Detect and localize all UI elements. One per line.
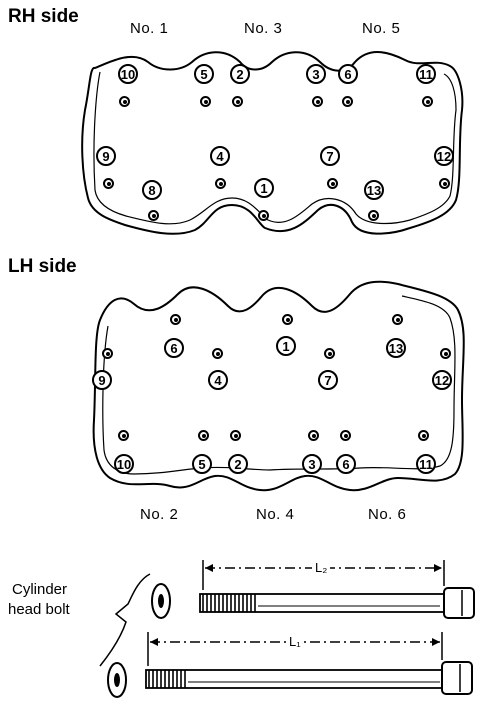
rh-cylinder-no5: No. 5 [362,20,401,37]
rh-bolt-hole [103,178,114,189]
lh-cylinder-no6: No. 6 [368,506,407,523]
lh-side-title: LH side [8,256,77,277]
bolt-short [145,661,473,695]
rh-bolt-number: 5 [194,64,214,84]
bolt-long [199,587,475,619]
rh-bolt-number: 1 [254,178,274,198]
rh-bolt-hole [258,210,269,221]
bolt-label-line2: head bolt [8,601,70,618]
lh-bolt-hole [440,348,451,359]
rh-bolt-hole [439,178,450,189]
rh-bolt-number: 11 [416,64,436,84]
lh-head-outline [92,280,465,492]
lh-bolt-number: 7 [318,370,338,390]
dimension-l1-label: L₁ [286,634,304,649]
rh-bolt-hole [312,96,323,107]
rh-head-outline [81,51,464,235]
rh-bolt-number: 3 [306,64,326,84]
rh-bolt-number: 6 [338,64,358,84]
lh-bolt-number: 4 [208,370,228,390]
lh-bolt-hole [324,348,335,359]
lh-bolt-number: 13 [386,338,406,358]
lh-bolt-number: 12 [432,370,452,390]
lh-head-outline-inner [102,295,456,475]
rh-bolt-number: 10 [118,64,138,84]
rh-bolt-number: 4 [210,146,230,166]
lh-bolt-hole [212,348,223,359]
lh-bolt-hole [102,348,113,359]
rh-bolt-number: 7 [320,146,340,166]
lh-bolt-number: 9 [92,370,112,390]
lh-bolt-number: 11 [416,454,436,474]
lh-bolt-number: 2 [228,454,248,474]
rh-bolt-number: 13 [364,180,384,200]
rh-bolt-hole [200,96,211,107]
label-bracket [99,573,151,667]
bolt-label-line1: Cylinder [12,581,68,598]
lh-bolt-hole [282,314,293,325]
rh-bolt-hole [368,210,379,221]
lh-bolt-hole [198,430,209,441]
rh-bolt-number: 12 [434,146,454,166]
rh-bolt-number: 8 [142,180,162,200]
lh-bolt-hole [170,314,181,325]
rh-bolt-hole [422,96,433,107]
lh-bolt-number: 10 [114,454,134,474]
rh-bolt-hole [232,96,243,107]
lh-cylinder-no2: No. 2 [140,506,179,523]
lh-bolt-hole [230,430,241,441]
rh-bolt-hole [215,178,226,189]
rh-head-outline-inner [93,71,457,225]
lh-bolt-number: 6 [164,338,184,358]
rh-bolt-number: 2 [230,64,250,84]
rh-side-title: RH side [8,6,79,27]
rh-bolt-number: 9 [96,146,116,166]
lh-bolt-number: 1 [276,336,296,356]
lh-bolt-number: 3 [302,454,322,474]
lh-bolt-hole [418,430,429,441]
lh-bolt-hole [118,430,129,441]
rh-cylinder-no1: No. 1 [130,20,169,37]
rh-bolt-hole [119,96,130,107]
lh-bolt-hole [340,430,351,441]
lh-bolt-number: 6 [336,454,356,474]
lh-bolt-hole [392,314,403,325]
lh-bolt-hole [308,430,319,441]
rh-bolt-hole [327,178,338,189]
rh-bolt-hole [342,96,353,107]
lh-cylinder-no4: No. 4 [256,506,295,523]
dimension-l2-label: L₂ [312,560,331,575]
lh-bolt-number: 5 [192,454,212,474]
rh-cylinder-no3: No. 3 [244,20,283,37]
rh-bolt-hole [148,210,159,221]
